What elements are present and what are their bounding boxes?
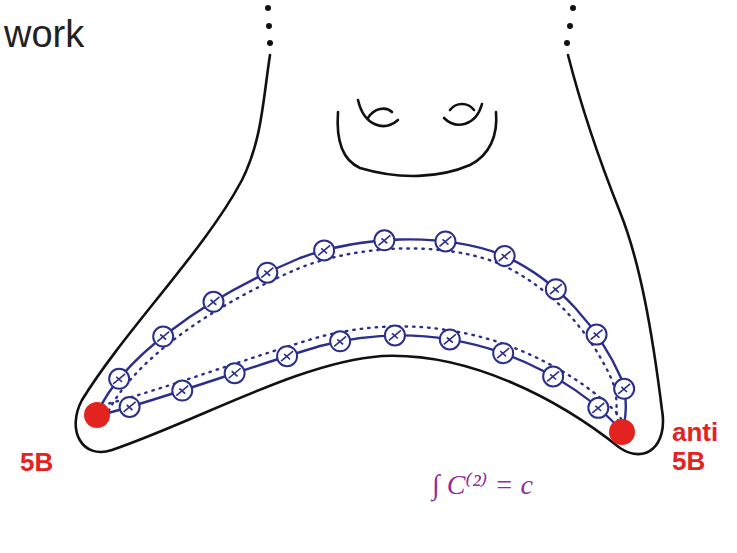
tube-mark	[176, 386, 188, 396]
tube-mark	[497, 348, 509, 358]
dotted-line	[105, 248, 622, 430]
tube-circle	[440, 329, 460, 349]
tube-ring	[440, 329, 460, 349]
tube-circle	[546, 279, 566, 299]
dot	[564, 40, 570, 46]
tube-mark	[124, 402, 136, 412]
dot	[567, 23, 573, 29]
tube-circle	[493, 343, 513, 363]
tube-ring	[153, 327, 173, 347]
tube-mark	[261, 268, 273, 278]
tube-mark	[550, 284, 562, 294]
dot	[570, 5, 576, 11]
tube-circle	[314, 240, 334, 260]
tube-circle	[225, 363, 245, 383]
dot	[266, 23, 272, 29]
tube-ring	[172, 381, 192, 401]
tube-ring	[225, 363, 245, 383]
tube-circle	[374, 230, 394, 250]
brane-curve	[97, 239, 626, 430]
tube-circle	[277, 346, 297, 366]
tube-circle	[330, 331, 350, 351]
tube-mark	[592, 403, 604, 413]
tube-circle	[120, 397, 140, 417]
tube-mark	[547, 371, 559, 381]
tube-circle	[495, 246, 515, 266]
tube-mark	[591, 330, 603, 340]
tube-mark	[389, 330, 401, 340]
tube-circle	[257, 263, 277, 283]
tube-mark	[334, 336, 346, 346]
tube-mark	[229, 368, 241, 378]
handle-frown	[450, 104, 474, 110]
handle-smile	[358, 100, 398, 126]
tube-circle	[614, 379, 634, 399]
dot	[267, 40, 273, 46]
brane-label: anti 5B	[672, 418, 732, 475]
brane-dot	[609, 419, 635, 445]
tube-ring	[588, 398, 608, 418]
tube-mark	[113, 374, 125, 384]
tube-ring	[277, 346, 297, 366]
tube-circles	[95, 230, 634, 432]
tube-ring	[109, 369, 129, 389]
tube-mark	[378, 235, 390, 245]
tube-ring	[614, 379, 634, 399]
tube-circle	[109, 369, 129, 389]
handle-frown	[368, 109, 392, 118]
continuation-dots	[265, 5, 576, 46]
heading-text: work	[4, 14, 84, 56]
tube-circle	[172, 381, 192, 401]
tube-circle	[203, 292, 223, 312]
handle-smile	[444, 104, 482, 125]
tube-circle	[588, 398, 608, 418]
tube-circle	[153, 327, 173, 347]
tube-ring	[546, 279, 566, 299]
tube-mark	[207, 297, 219, 307]
tube-mark	[318, 245, 330, 255]
tube-ring	[493, 343, 513, 363]
brane-curve	[97, 335, 622, 432]
tube-ring	[587, 325, 607, 345]
tube-ring	[374, 230, 394, 250]
tube-mark	[499, 251, 511, 261]
tube-ring	[435, 231, 455, 251]
dotted-line	[95, 326, 622, 432]
outer-boundary	[76, 55, 663, 454]
brane-label: 5B	[20, 448, 53, 477]
dot	[265, 5, 271, 11]
tube-ring	[495, 246, 515, 266]
tube-ring	[257, 263, 277, 283]
tube-circle	[385, 325, 405, 345]
tube-ring	[314, 240, 334, 260]
tube-ring	[385, 325, 405, 345]
surface-outline	[76, 55, 663, 454]
tube-mark	[439, 236, 451, 246]
tube-ring	[543, 366, 563, 386]
tube-circle	[435, 231, 455, 251]
tube-mark	[618, 384, 630, 394]
tube-ring	[120, 397, 140, 417]
tube-ring	[203, 292, 223, 312]
tube-mark	[157, 332, 169, 342]
tube-circle	[543, 366, 563, 386]
tube-ring	[330, 331, 350, 351]
flux-formula: ∫ C⁽²⁾ = c	[432, 470, 533, 501]
tube-mark	[281, 351, 293, 361]
crotch-boundary	[338, 112, 497, 176]
brane-curves	[97, 239, 626, 432]
tube-mark	[444, 334, 456, 344]
tube-circle	[587, 325, 607, 345]
brane-dot	[84, 402, 110, 428]
